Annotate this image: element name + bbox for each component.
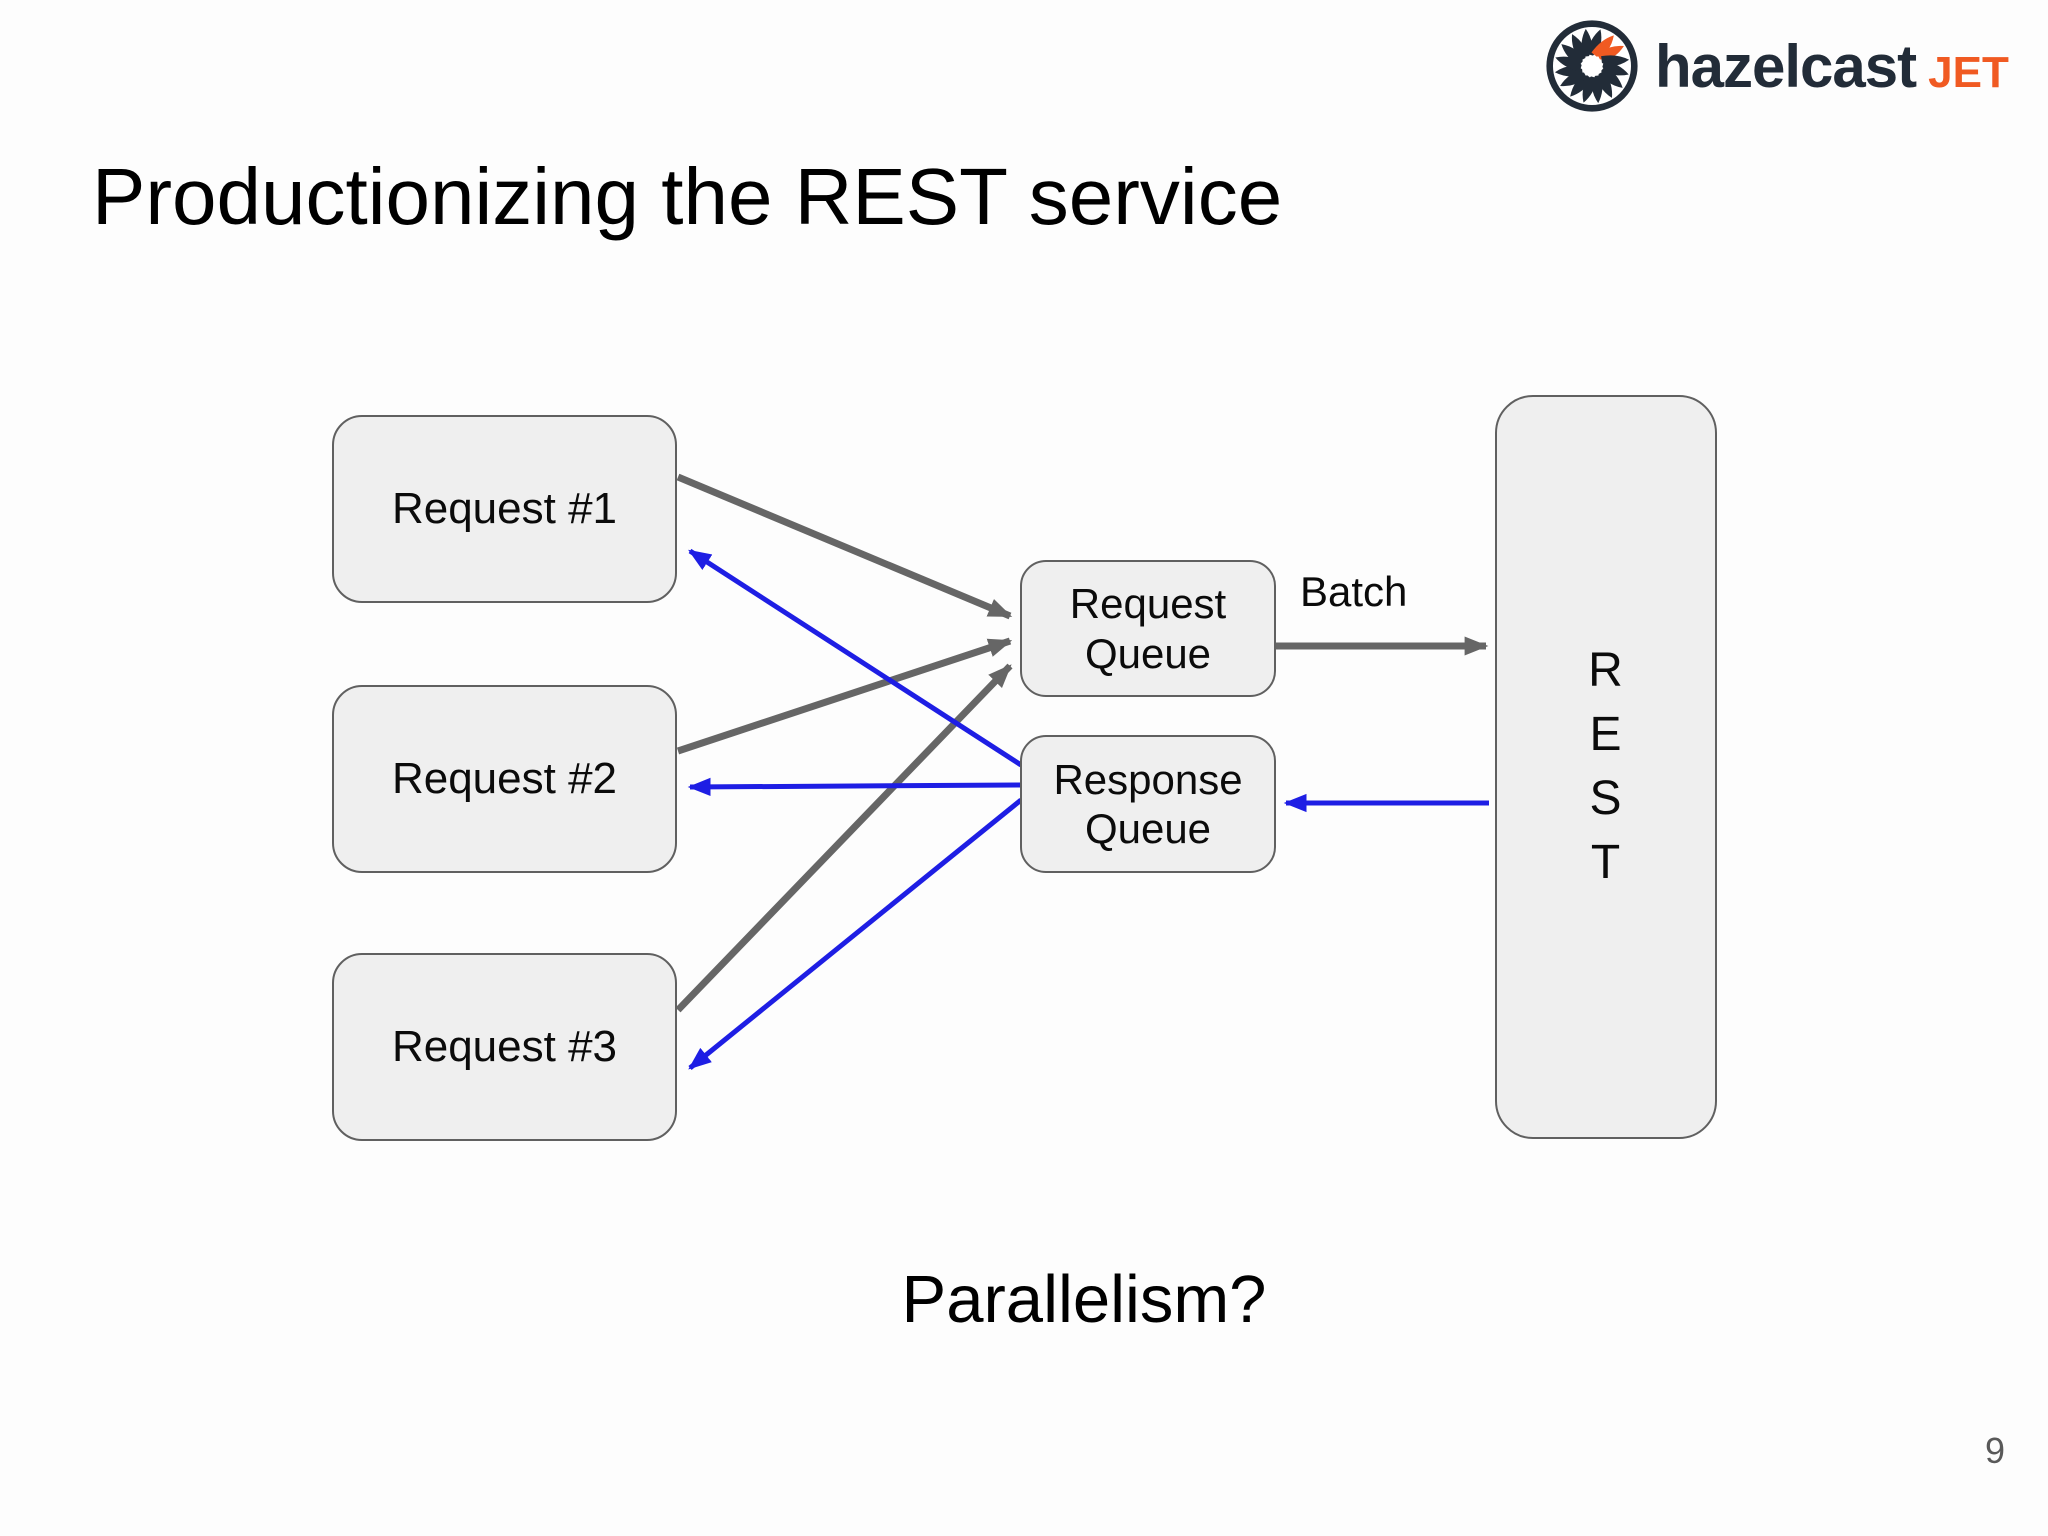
node-request-queue-label-line1: Request — [1069, 580, 1227, 628]
hazelcast-jet-logo: hazelcast JET — [1545, 18, 2009, 114]
node-request-1: Request #1 — [332, 415, 677, 603]
rest-letter-s: S — [1589, 772, 1623, 825]
node-request-2: Request #2 — [332, 685, 677, 873]
node-response-queue: Response Queue — [1020, 735, 1276, 873]
rest-letter-e: E — [1589, 708, 1623, 761]
node-response-queue-label-line2: Queue — [1084, 805, 1212, 852]
node-request-3: Request #3 — [332, 953, 677, 1141]
edge-request3-to-request-queue — [675, 663, 1013, 1013]
node-request-2-label: Request #2 — [391, 754, 618, 803]
logo-brand-text: hazelcast — [1655, 32, 1917, 100]
turbine-icon — [1546, 20, 1638, 112]
logo-product-text: JET — [1928, 47, 2009, 97]
edge-response-queue-to-request2 — [687, 777, 1022, 797]
batch-edge-label: Batch — [1300, 568, 1408, 615]
edge-response-queue-to-request3 — [688, 798, 1023, 1070]
caption-parallelism: Parallelism? — [901, 1262, 1267, 1337]
page-number: 9 — [1984, 1430, 2006, 1471]
rest-letter-t: T — [1590, 836, 1622, 889]
rest-letter-r: R — [1588, 644, 1624, 697]
turbine-ring — [1546, 20, 1638, 112]
edge-request1-to-request-queue — [676, 473, 1013, 620]
node-request-queue-label-line2: Queue — [1084, 629, 1212, 677]
page-title: Productionizing the REST service — [92, 152, 1283, 241]
node-request-1-label: Request #1 — [391, 484, 618, 533]
node-rest-service: R E S T — [1495, 395, 1717, 1139]
edge-request2-to-request-queue — [676, 637, 1013, 755]
node-request-queue: Request Queue — [1020, 560, 1276, 697]
node-request-3-label: Request #3 — [391, 1022, 618, 1071]
logo-wordmark: hazelcast JET — [1655, 32, 2009, 101]
node-response-queue-label-line1: Response — [1053, 755, 1243, 803]
edge-response-queue-to-request1 — [688, 548, 1023, 768]
turbine-blades — [1554, 28, 1630, 104]
